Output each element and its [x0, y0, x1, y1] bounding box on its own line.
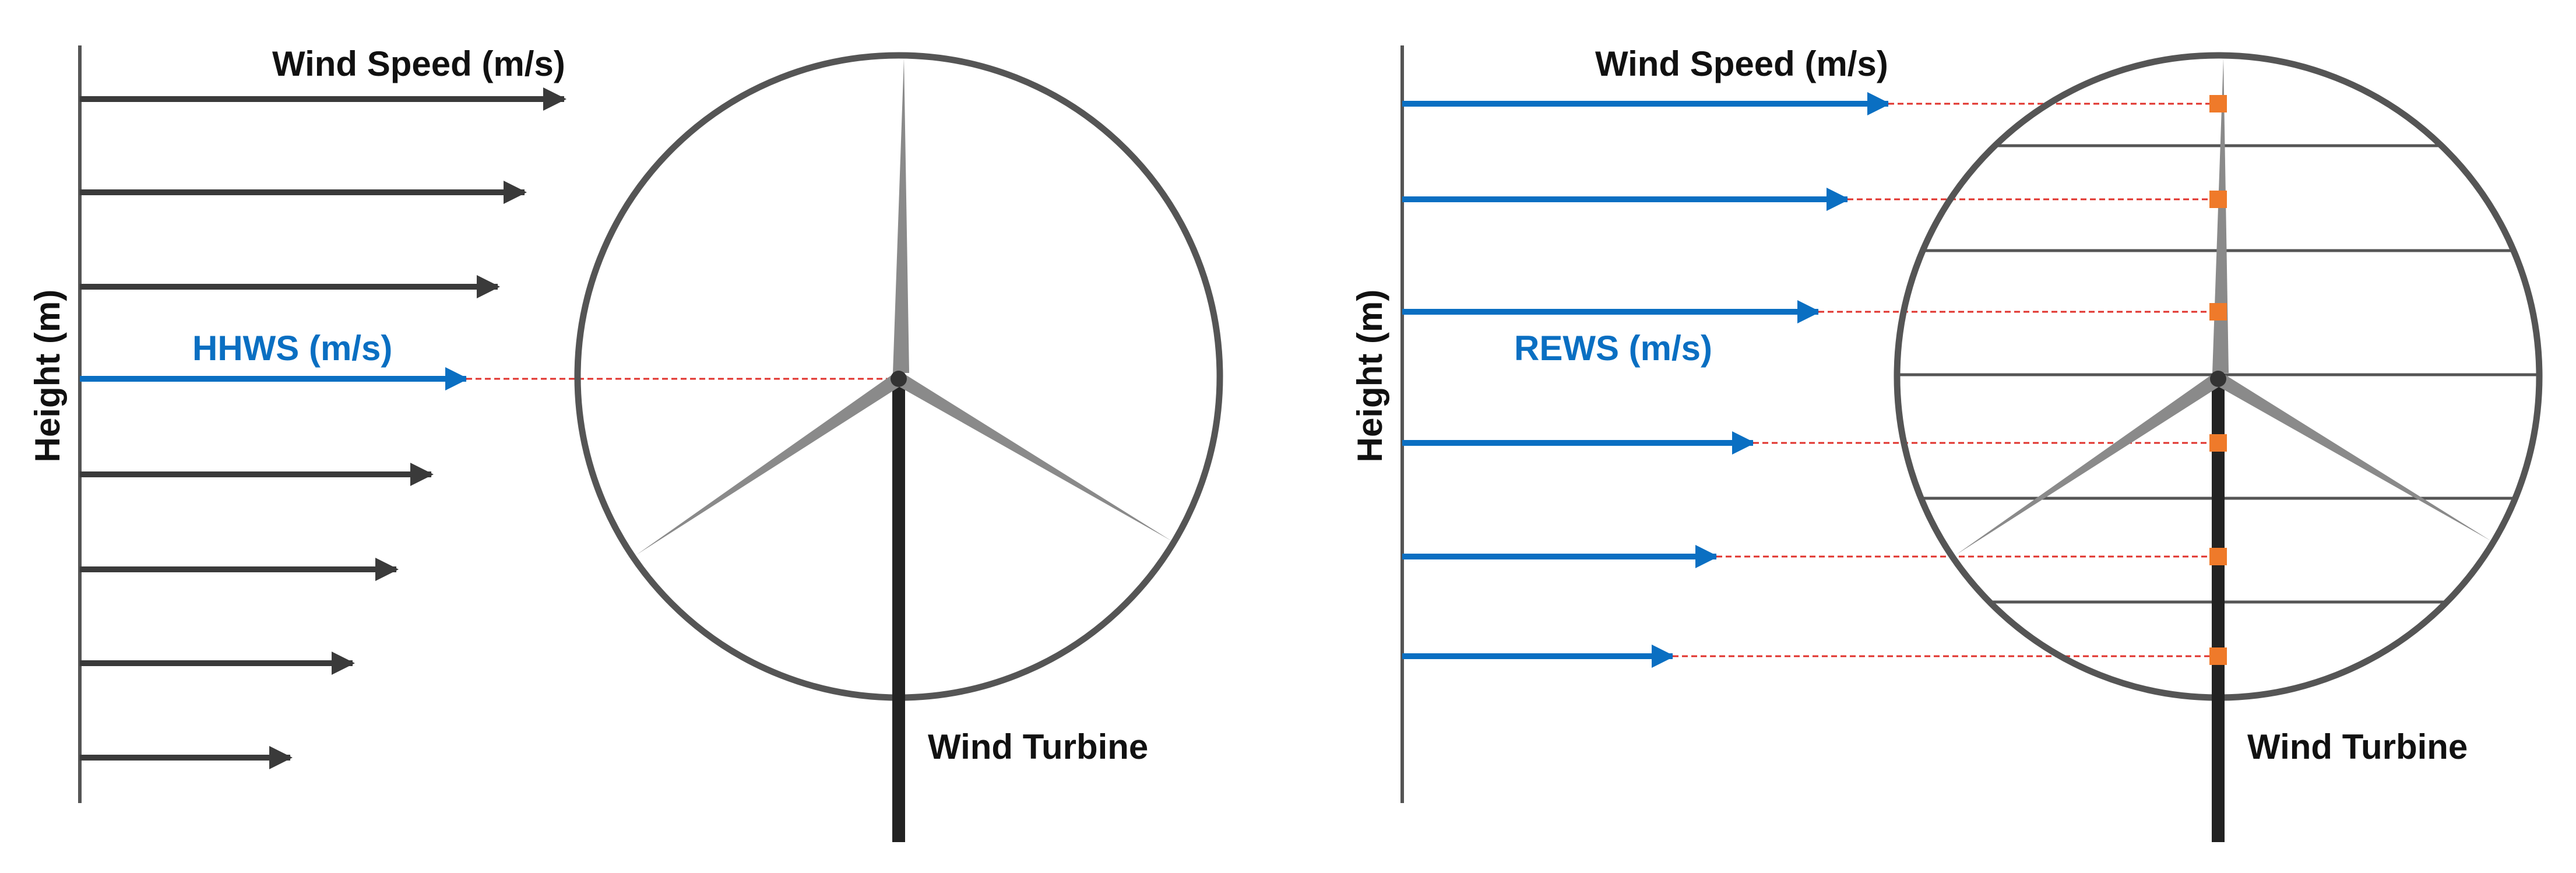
measurement-point-marker [2209, 647, 2227, 665]
measurement-point-marker [2209, 191, 2227, 208]
measurement-point-marker [2209, 434, 2227, 452]
right-wind-turbine [1894, 52, 2543, 842]
right-blade [2217, 373, 2491, 541]
measurement-point-marker [2209, 303, 2227, 321]
right-wind-speed-label: Wind Speed (m/s) [1595, 44, 1888, 83]
rews-label: REWS (m/s) [1514, 329, 1712, 368]
left-blade [636, 373, 901, 555]
left-turbine-label: Wind Turbine [928, 727, 1148, 766]
right-hub [2210, 371, 2226, 387]
measurement-point-marker [2209, 95, 2227, 112]
hhws-label: HHWS (m/s) [192, 329, 392, 368]
right-height-label: Height (m) [1350, 290, 1389, 463]
left-wind-speed-label: Wind Speed (m/s) [272, 44, 565, 83]
left-panel: Wind Speed (m/s) HHWS (m/s) Height (m) W… [28, 44, 1223, 842]
left-hub [891, 371, 907, 387]
left-blade [893, 58, 909, 373]
right-panel: Wind Speed (m/s) REWS (m/s) Height (m) W… [1350, 44, 2543, 842]
left-height-label: Height (m) [28, 290, 67, 463]
right-turbine-label: Wind Turbine [2247, 727, 2468, 766]
measurement-point-marker [2209, 548, 2227, 565]
left-wind-turbine [574, 52, 1223, 842]
right-blade [1956, 373, 2220, 555]
left-blade [898, 373, 1171, 541]
right-blade [2212, 58, 2229, 373]
